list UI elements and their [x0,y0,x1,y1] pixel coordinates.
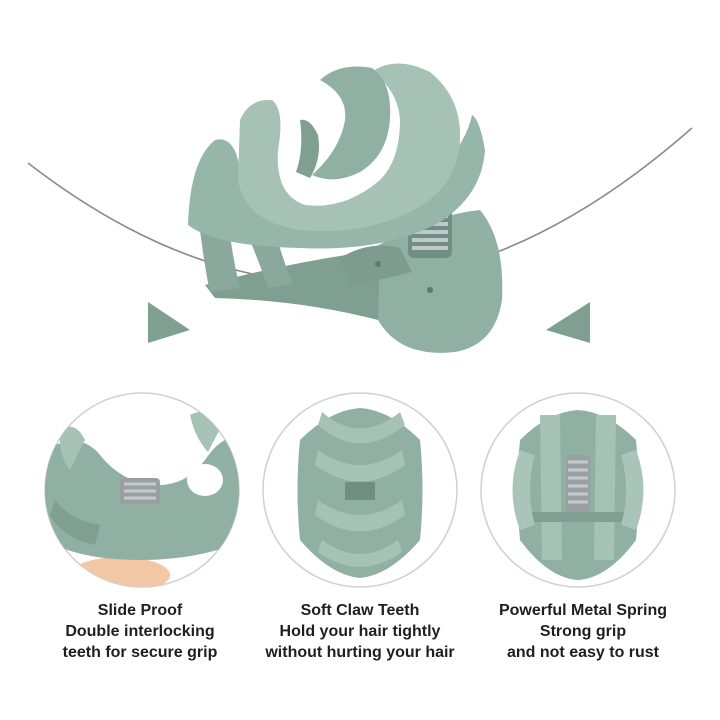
feature-title: Powerful Metal Spring [498,602,667,619]
feature-line-2: and not easy to rust [506,644,660,661]
feature-metal-spring: Powerful Metal Spring Strong grip and no… [468,600,698,663]
feature-title: Soft Claw Teeth [300,602,420,619]
feature-line-1: Double interlocking [65,623,215,640]
right-arrow-icon [546,302,590,343]
feature-line-2: teeth for secure grip [62,644,218,661]
feature-line-1: Strong grip [539,623,627,640]
soft-claw-teeth-detail-image [297,408,423,578]
feature-title: Slide Proof [97,602,183,619]
feature-captions: Slide Proof Double interlocking teeth fo… [0,600,720,680]
feature-soft-claw-teeth: Soft Claw Teeth Hold your hair tightly w… [245,600,475,663]
feature-line-2: without hurting your hair [265,644,455,661]
feature-slide-proof: Slide Proof Double interlocking teeth fo… [25,600,255,663]
left-arrow-icon [148,302,190,343]
metal-spring-detail-image [512,410,644,580]
hero-claw-clip-image [188,63,503,353]
feature-line-1: Hold your hair tightly [279,623,441,640]
